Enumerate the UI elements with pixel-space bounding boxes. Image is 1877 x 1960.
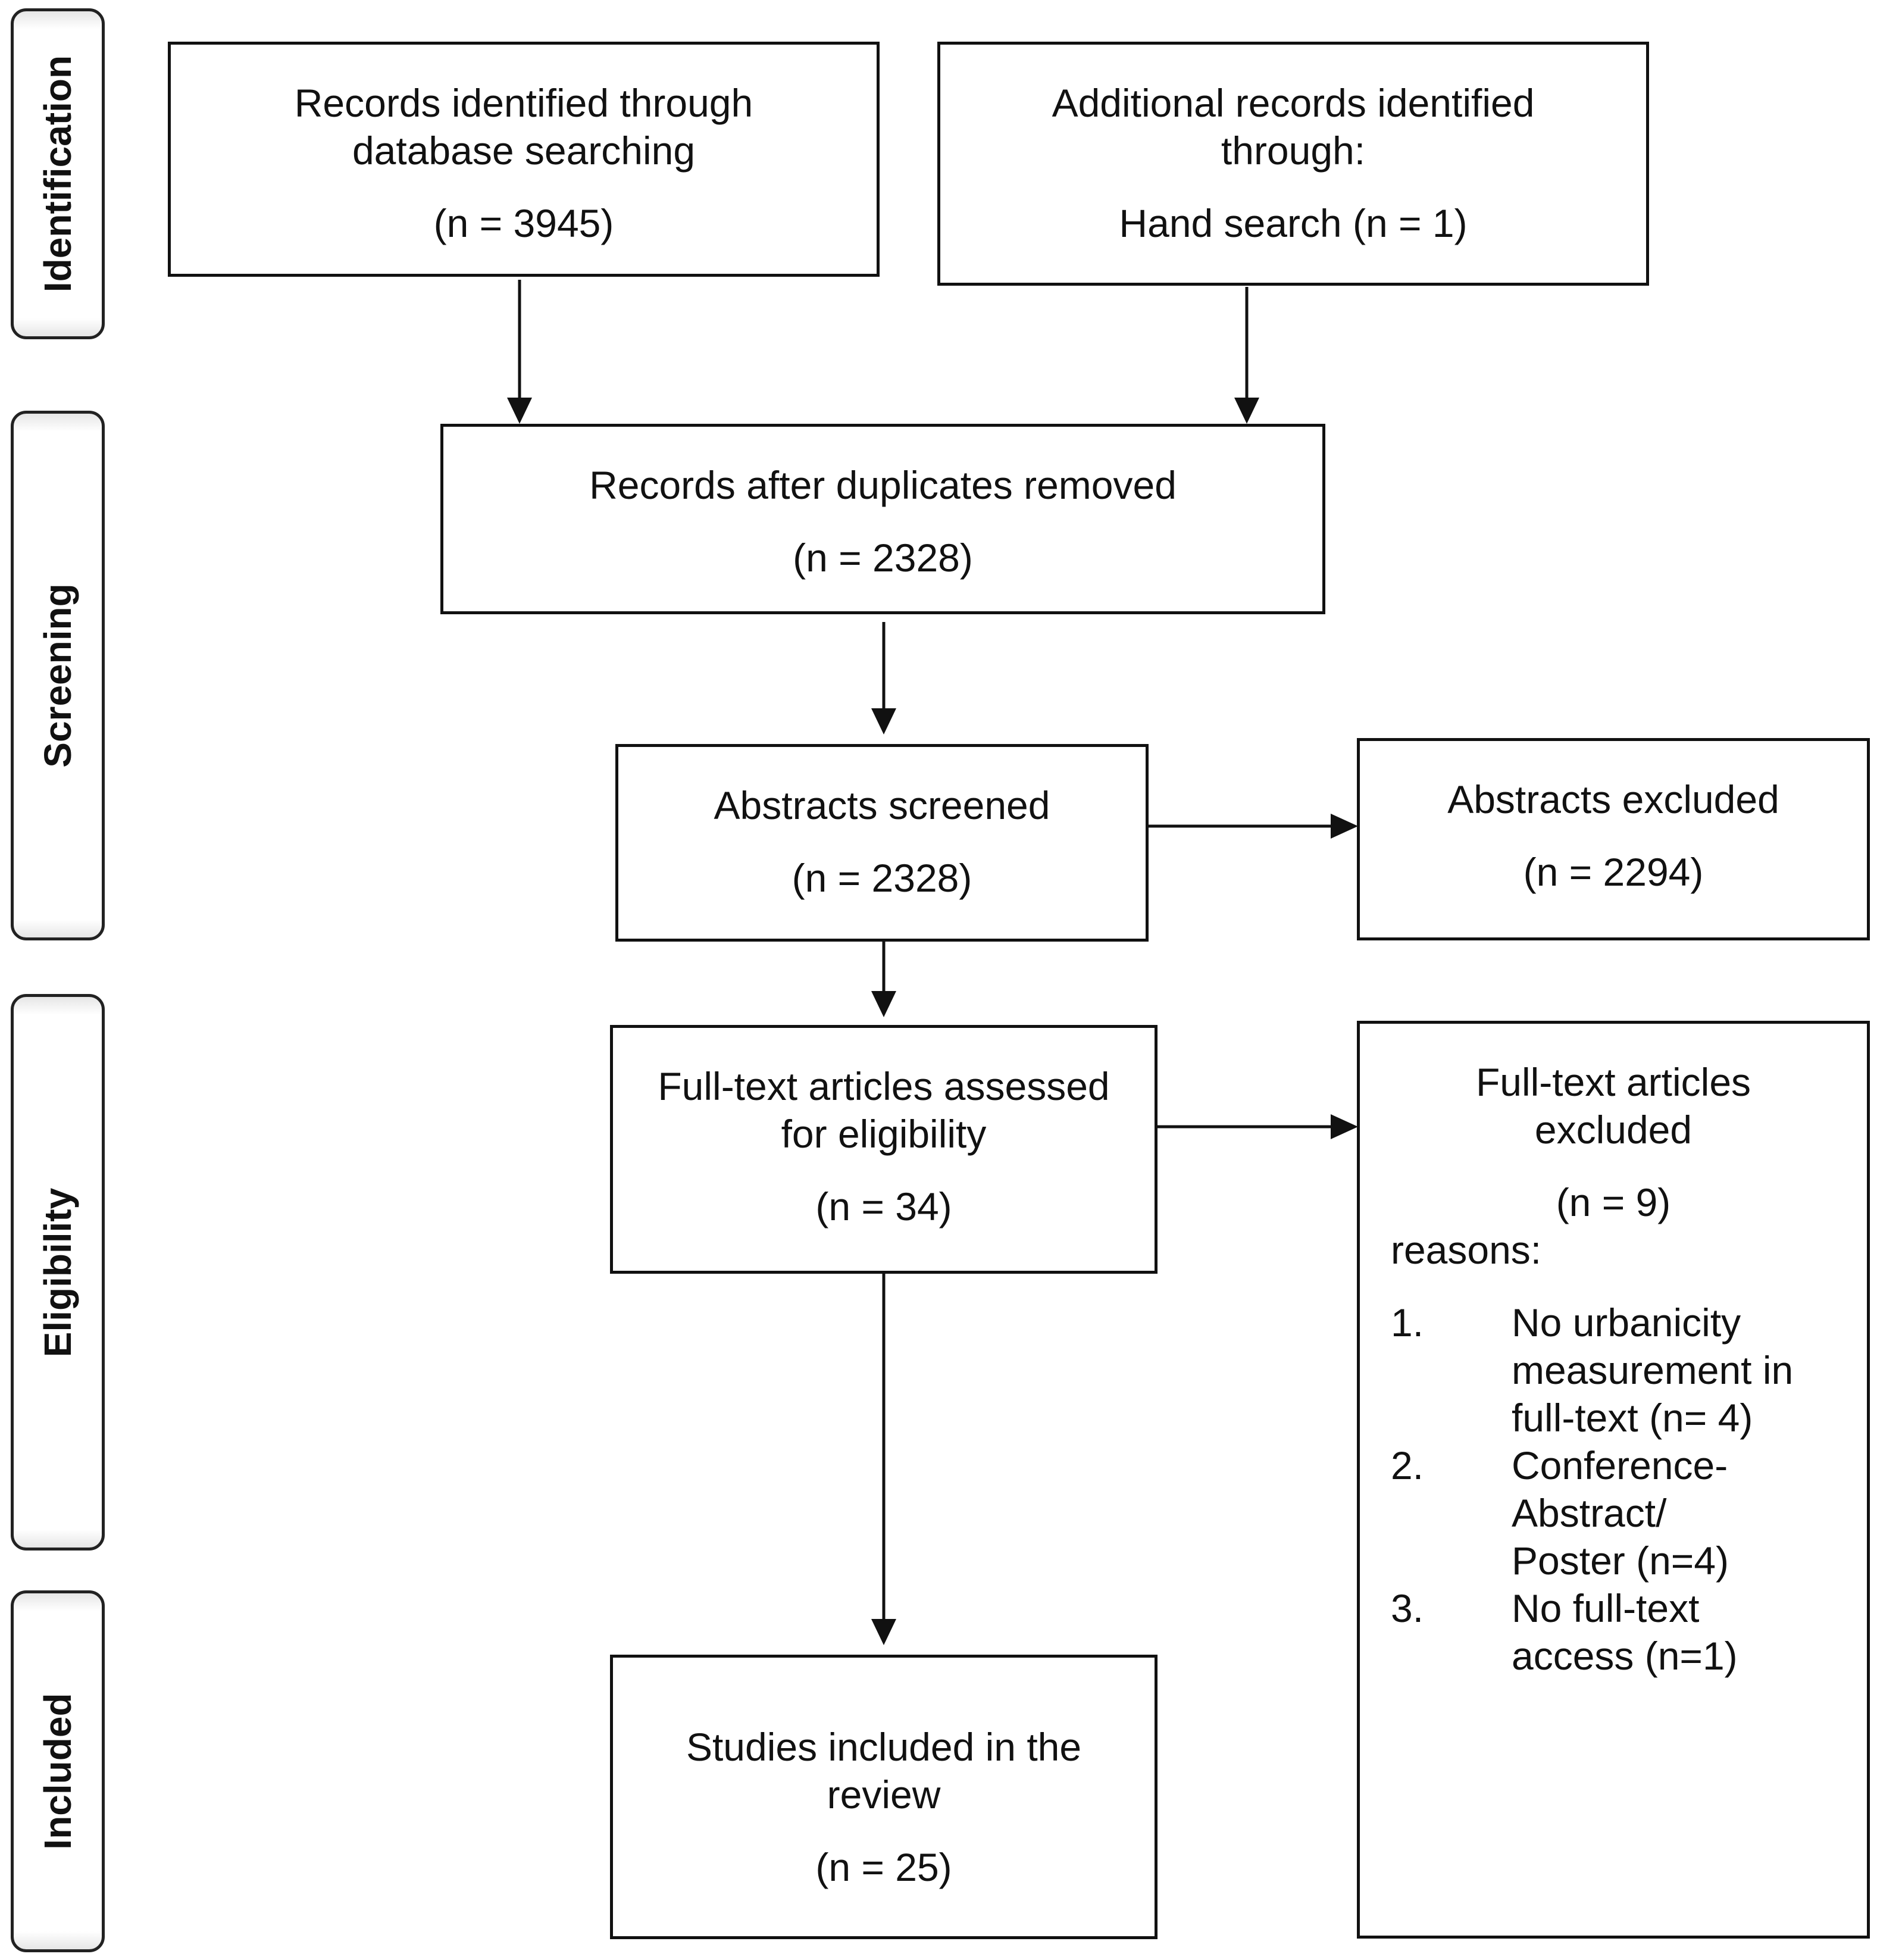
phase-eligibility: Eligibility — [11, 994, 105, 1551]
duplicates-removed-text: Records after duplicates removed — [589, 463, 1177, 507]
arrowhead-duplicates — [871, 708, 896, 734]
reason-item-1: 1. No urbanicity measurement in full-tex… — [1360, 1299, 1867, 1442]
abstracts-screened-text: Abstracts screened — [714, 783, 1050, 827]
box-duplicates-removed: Records after duplicates removed (n = 23… — [440, 424, 1325, 614]
reason-item-3: 3. No full-text access (n=1) — [1360, 1584, 1867, 1680]
reason-number: 1. — [1391, 1301, 1424, 1345]
arrowhead-included — [871, 1619, 896, 1645]
reason-number: 2. — [1391, 1443, 1424, 1487]
arrowhead-fulltext — [871, 991, 896, 1017]
additional-records-detail: Hand search (n = 1) — [1119, 201, 1468, 245]
arrowhead-fulltext-excluded — [1331, 1114, 1358, 1139]
box-fulltext-excluded: Full-text articles excluded (n = 9) reas… — [1357, 1021, 1870, 1939]
arrowhead-abstracts-excluded — [1331, 814, 1358, 839]
fulltext-excluded-text: Full-text articles excluded — [1475, 1060, 1751, 1152]
abstracts-screened-count: (n = 2328) — [792, 856, 972, 900]
reason-text: No urbanicity measurement in full-text (… — [1512, 1301, 1794, 1440]
box-abstracts-screened: Abstracts screened (n = 2328) — [615, 744, 1149, 942]
arrowhead-database — [507, 398, 532, 424]
reason-item-2: 2. Conference-Abstract/ Poster (n=4) — [1360, 1442, 1867, 1584]
phase-included: Included — [11, 1590, 105, 1952]
reason-number: 3. — [1391, 1586, 1424, 1630]
arrowhead-additional — [1234, 398, 1259, 424]
box-fulltext-assessed: Full-text articles assessed for eligibil… — [610, 1025, 1158, 1274]
fulltext-assessed-text: Full-text articles assessed for eligibil… — [658, 1064, 1110, 1156]
database-search-count: (n = 3945) — [433, 201, 614, 245]
reason-text: No full-text access (n=1) — [1512, 1586, 1738, 1678]
studies-included-count: (n = 25) — [815, 1845, 952, 1889]
fulltext-excluded-reasons-label: reasons: — [1391, 1228, 1542, 1272]
database-search-text: Records identified through database sear… — [294, 81, 753, 173]
reason-text: Conference-Abstract/ Poster (n=4) — [1512, 1443, 1729, 1583]
additional-records-text: Additional records identified through: — [1052, 81, 1535, 173]
fulltext-excluded-count: (n = 9) — [1556, 1180, 1671, 1224]
box-additional-records: Additional records identified through: H… — [937, 42, 1649, 286]
abstracts-excluded-count: (n = 2294) — [1523, 850, 1704, 894]
fulltext-assessed-count: (n = 34) — [815, 1184, 952, 1228]
studies-included-text: Studies included in the review — [686, 1725, 1082, 1817]
box-abstracts-excluded: Abstracts excluded (n = 2294) — [1357, 738, 1870, 940]
duplicates-removed-count: (n = 2328) — [793, 536, 973, 580]
phase-screening: Screening — [11, 411, 105, 940]
phase-identification: Identification — [11, 8, 105, 339]
abstracts-excluded-text: Abstracts excluded — [1447, 777, 1779, 821]
box-database-search: Records identified through database sear… — [168, 42, 880, 277]
box-studies-included: Studies included in the review (n = 25) — [610, 1655, 1158, 1939]
